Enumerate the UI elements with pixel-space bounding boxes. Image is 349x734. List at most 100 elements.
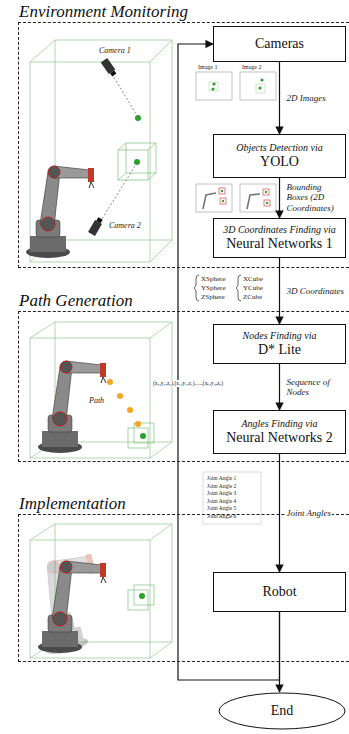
process-box: Nodes Finding viaD* Lite (213, 324, 346, 364)
box-label: End (271, 703, 294, 720)
image-thumbnail (211, 87, 214, 90)
detection-thumbnail (196, 184, 276, 212)
path-node (117, 393, 123, 399)
camera-icon (96, 217, 102, 223)
box-label: YOLO (260, 154, 299, 171)
method-caption: 3D Coordinates Finding via (223, 224, 336, 236)
flow-arrow (279, 454, 280, 572)
target-cube (118, 143, 156, 180)
image-thumbnail (196, 72, 232, 100)
section-title: Implementation (19, 494, 126, 514)
path-node (135, 421, 141, 427)
box-label: Neural Networks 1 (226, 236, 333, 253)
detection-thumbnail (265, 191, 267, 193)
flow-arrow (279, 178, 280, 218)
target-cube (118, 150, 148, 180)
camera-sight-line (112, 74, 136, 114)
detection-thumbnail (263, 189, 269, 195)
robot-arm (38, 561, 106, 653)
method-caption: Angles Finding via (241, 418, 317, 430)
joint-angle-item: Joint Angle 5 (207, 505, 236, 512)
process-box: Cameras (213, 26, 346, 62)
target-cube (134, 585, 154, 605)
path-label: Path (88, 396, 105, 406)
path-node (107, 379, 113, 385)
joint-angle-item: Joint Angle 2 (207, 483, 236, 490)
image-thumbnail (196, 72, 276, 100)
image-thumbnail (260, 78, 263, 81)
node-sequence: (x₀,y₀,z₀),(x₁,y₁,z₁),…,(xₙ,yₙ,zₙ) (152, 380, 224, 387)
detection-thumbnail (219, 188, 225, 194)
detection-thumbnail (221, 190, 223, 192)
image-thumbnail (240, 72, 276, 100)
coordinate-brace (194, 275, 199, 301)
detection-thumbnail (266, 202, 268, 204)
process-box: 3D Coordinates Finding viaNeural Network… (213, 218, 346, 258)
box-label: D* Lite (258, 342, 301, 359)
target-cube (128, 428, 148, 448)
terminal-ellipse: End (218, 692, 346, 730)
detection-thumbnail (247, 194, 260, 209)
process-box: Objects Detection viaYOLO (213, 134, 346, 178)
target-cube (118, 143, 156, 180)
section-band: Environment MonitoringCamerasObjects Det… (18, 2, 349, 268)
section-title: Path Generation (19, 291, 133, 311)
object-dot (134, 115, 141, 165)
box-label: Neural Networks 2 (226, 430, 333, 447)
joint-angle-item: Joint Angle 3 (207, 490, 236, 497)
joint-angle-item: Joint Angle 1 (207, 475, 236, 482)
target-cube (126, 143, 156, 173)
target-cube (128, 423, 154, 448)
section-title: Environment Monitoring (19, 2, 188, 22)
coordinate-symbol: ZCube (243, 293, 262, 301)
object-dot (139, 593, 145, 599)
edge-label: 2D Images (286, 93, 327, 103)
edge-label: Sequence of Nodes (286, 377, 346, 398)
detection-thumbnail (220, 198, 226, 204)
workspace-cube (30, 322, 172, 458)
coordinate-brace (194, 275, 241, 301)
detection-thumbnail (222, 200, 224, 202)
method-caption: Nodes Finding via (243, 330, 317, 342)
camera-label: Camera 2 (108, 221, 142, 231)
object-dot (135, 115, 141, 121)
ellipse-outline (219, 693, 345, 729)
process-box: Robot (213, 572, 346, 612)
path-node (107, 379, 141, 427)
camera-icon (110, 70, 116, 76)
image-thumbnail (258, 86, 261, 89)
detection-thumbnail (264, 200, 270, 206)
image-thumbnail (256, 84, 265, 93)
flow-arrow (279, 364, 280, 410)
process-box: Angles Finding viaNeural Networks 2 (213, 410, 346, 454)
object-dot (134, 159, 140, 165)
camera-label: Camera 1 (98, 46, 132, 56)
coordinate-symbol: XSphere (201, 275, 226, 283)
robot-arm (26, 166, 94, 258)
coordinate-symbol: ZSphere (201, 293, 225, 301)
camera-icon (88, 216, 104, 236)
coordinate-symbol: YSphere (201, 284, 226, 292)
angle-list-card (203, 472, 261, 524)
workspace-cube (55, 40, 172, 240)
method-caption: Objects Detection via (236, 142, 323, 154)
image-thumbnail (212, 82, 215, 85)
joint-angle-item: Joint Angle 4 (207, 498, 236, 505)
target-cube (128, 590, 148, 610)
box-label: Cameras (255, 36, 304, 53)
robot-arm (38, 361, 106, 453)
box-label: Robot (262, 584, 296, 601)
path-node (127, 407, 133, 413)
image-thumbnail (209, 82, 218, 91)
edge-label: Joint Angles (286, 508, 333, 518)
workspace-cube (30, 322, 172, 458)
camera-sight-line (100, 74, 136, 222)
image-label: Image 2 (242, 64, 262, 71)
edge-label: 3D Coordinates (286, 286, 345, 296)
coordinate-brace (236, 275, 241, 301)
flow-arrow (279, 62, 280, 134)
